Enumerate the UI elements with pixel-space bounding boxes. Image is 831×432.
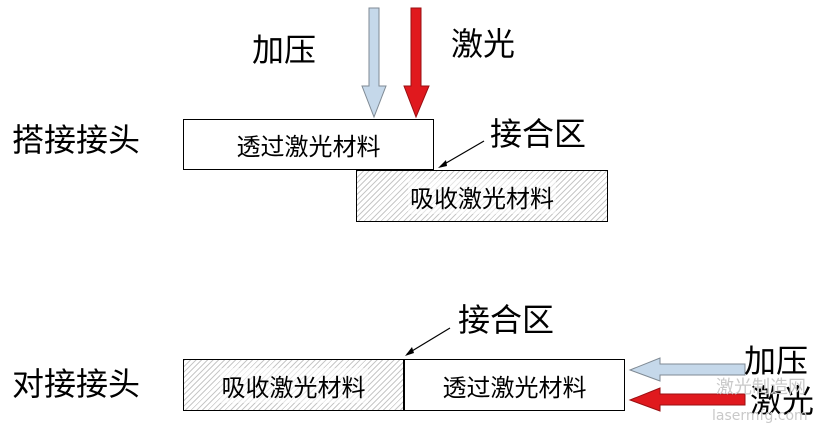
upper-material-label: 透过激光材料 [236,133,381,161]
bond-zone-pointer-top [440,140,485,167]
laser-arrow-top [403,7,430,119]
pressure-arrow-top [361,7,387,119]
pressure-label-top: 加压 [252,31,317,69]
lower-absorbing-material: 吸收激光材料 [356,170,608,222]
laser-label-top: 激光 [451,25,516,63]
lower-material-label: 吸收激光材料 [408,178,556,214]
left-absorbing-material: 吸收激光材料 [183,359,404,411]
bond-zone-label-top: 接合区 [490,115,587,153]
left-material-label: 吸收激光材料 [219,367,368,403]
bond-zone-pointer-bottom [406,327,451,355]
bond-zone-label-bottom: 接合区 [458,301,555,339]
watermark-title: 激光制造网 [716,377,806,398]
lap-joint-label: 搭接接头 [12,121,141,159]
butt-joint-label: 对接接头 [12,365,141,403]
pressure-label-bottom: 加压 [744,342,809,380]
upper-transmissive-material: 透过激光材料 [183,119,434,170]
right-material-label: 透过激光材料 [442,373,587,402]
laser-arrow-bottom [628,387,746,412]
laser-label-bottom: 激光 [750,382,815,420]
pressure-arrow-bottom [628,357,746,382]
watermark-url: lasermfg.com [712,408,808,424]
right-transmissive-material: 透过激光材料 [404,359,625,411]
